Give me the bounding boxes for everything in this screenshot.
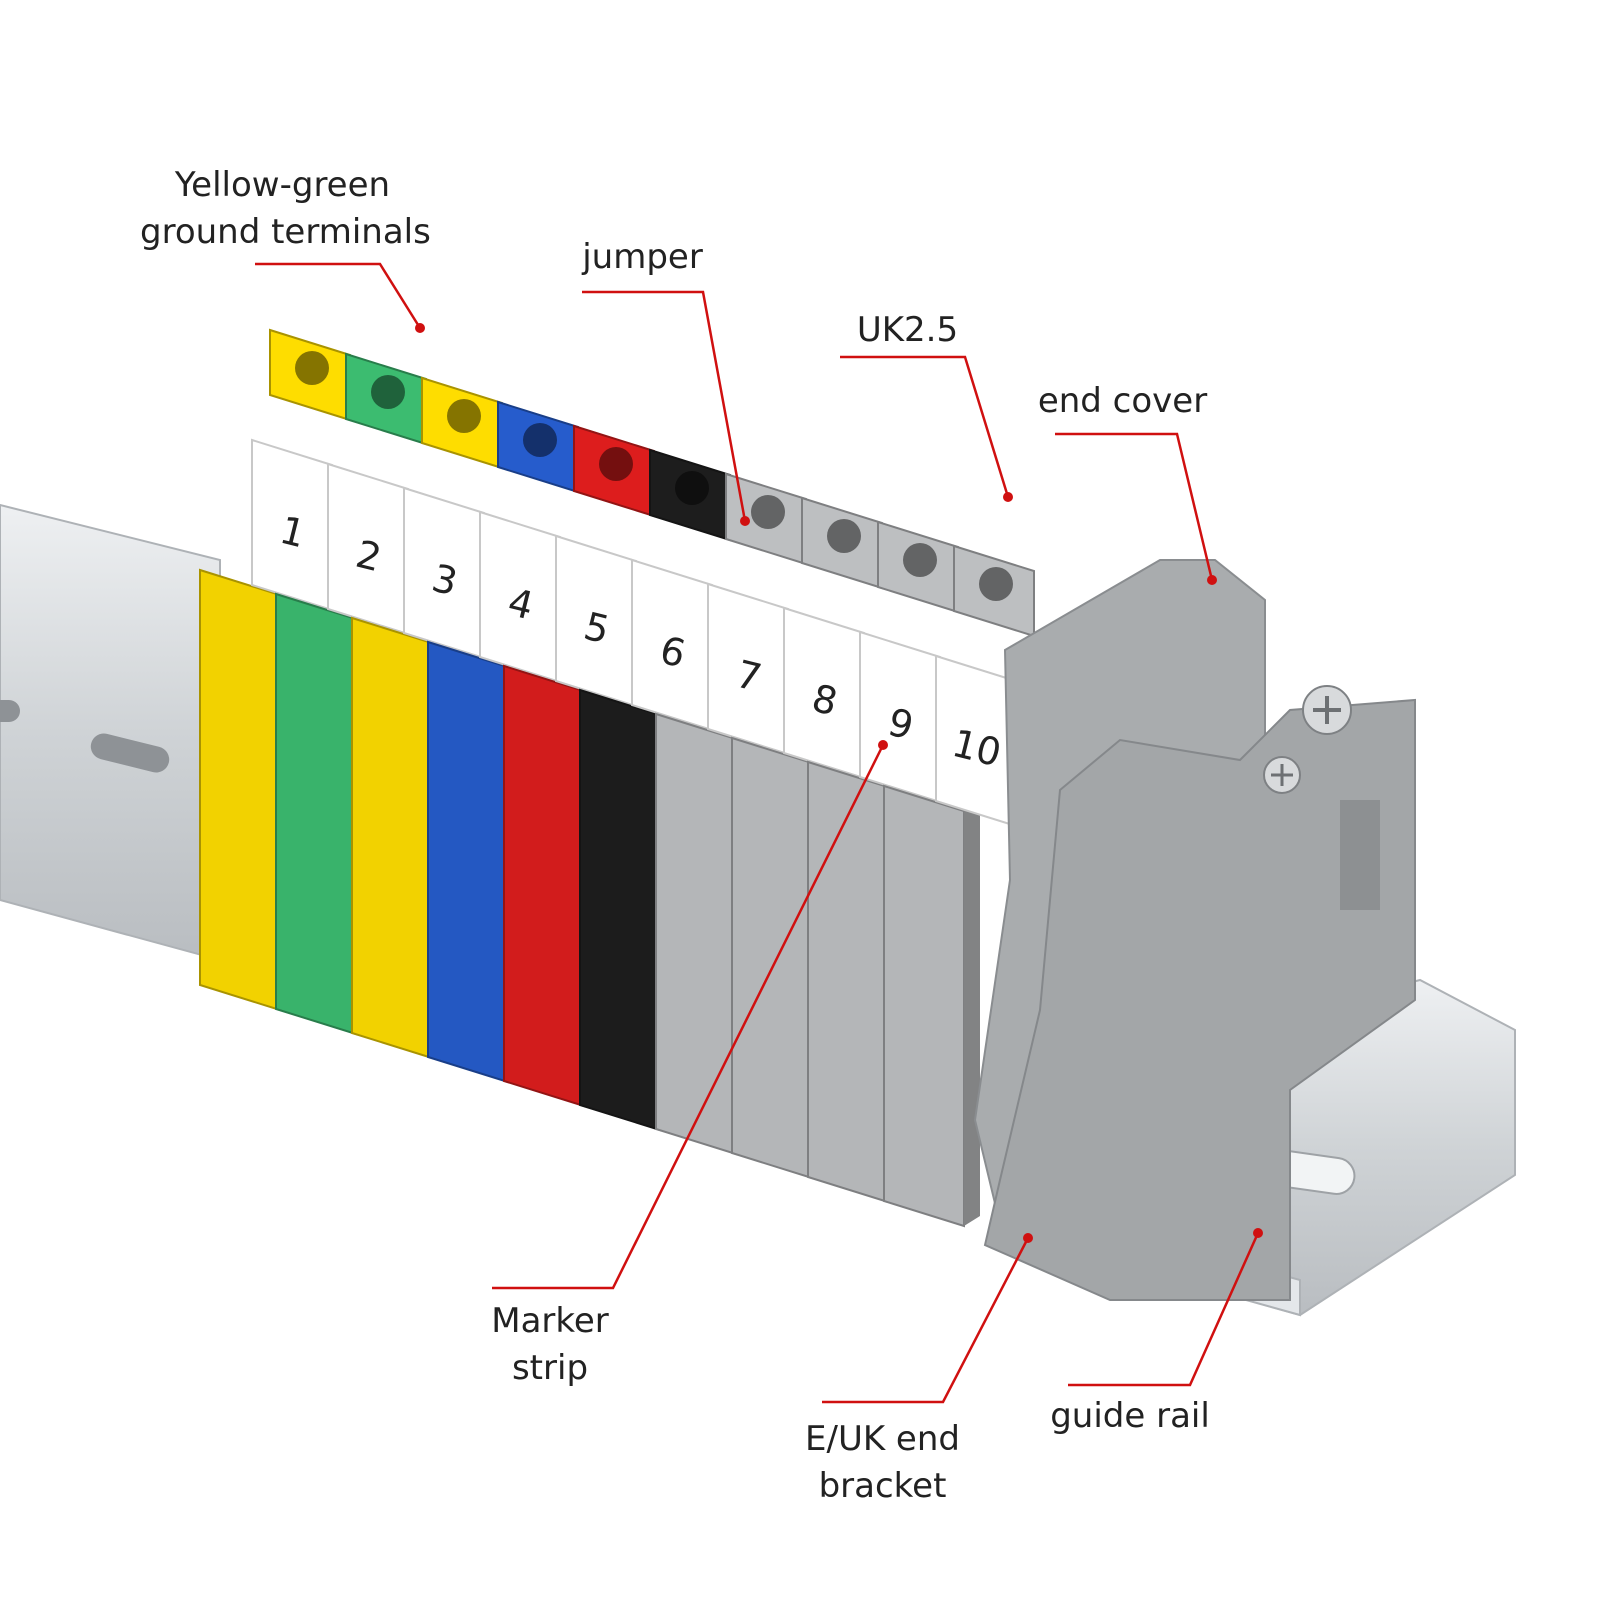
terminal-body-5 <box>503 664 585 1108</box>
terminal-hole-7 <box>751 495 785 529</box>
terminal-side-10 <box>964 804 980 1226</box>
label-guide-rail: guide rail <box>1050 1396 1210 1436</box>
bracket-screw-bottom-slot <box>1271 764 1293 786</box>
terminal-body-8 <box>731 736 813 1180</box>
terminal-body-3 <box>351 616 433 1060</box>
label-end-cover: end cover <box>1037 381 1208 421</box>
terminal-body-2 <box>275 592 357 1036</box>
leader-dot-uk25 <box>1003 492 1013 502</box>
leader-dot-end-cover <box>1207 575 1217 585</box>
label-marker-strip: Marker strip <box>480 1298 620 1392</box>
leader-marker-strip <box>492 744 885 1290</box>
label-end-bracket: E/UK end bracket <box>800 1416 965 1510</box>
leader-dot-marker-strip <box>878 740 888 750</box>
terminal-block-7: 7 <box>655 472 807 1156</box>
label-marker-strip-line2: strip <box>511 1348 589 1388</box>
label-end-bracket-line2: bracket <box>818 1466 947 1506</box>
leader-guide-rail <box>1068 1232 1260 1387</box>
terminal-hole-4 <box>523 423 557 457</box>
end-bracket <box>983 685 1416 1301</box>
leader-dot-ground-terminals <box>415 323 425 333</box>
terminal-hole-10 <box>979 567 1013 601</box>
terminal-body-9 <box>807 760 889 1204</box>
terminal-hole-2 <box>371 375 405 409</box>
label-uk25: UK2.5 <box>856 310 959 350</box>
leader-dot-guide-rail <box>1253 1228 1263 1238</box>
leader-ground-terminals <box>255 262 422 329</box>
rail-slot-left <box>90 733 170 773</box>
terminal-block-4: 4 <box>427 400 579 1084</box>
terminal-hole-5 <box>599 447 633 481</box>
terminal-body-6 <box>579 688 661 1132</box>
leader-lines <box>255 262 1263 1404</box>
leader-dot-jumper <box>740 516 750 526</box>
label-ground-terminals-line2: ground terminals <box>140 212 431 252</box>
terminal-body-10 <box>883 784 965 1228</box>
rail-back-section <box>0 503 221 962</box>
terminal-body-1 <box>199 568 281 1012</box>
end-bracket-body <box>983 698 1416 1301</box>
label-ground-terminals: Yellow-green ground terminals <box>140 162 431 256</box>
label-ground-terminals-line1: Yellow-green <box>174 165 391 205</box>
leader-dot-end-bracket <box>1023 1233 1033 1243</box>
terminal-hole-8 <box>827 519 861 553</box>
leader-end-cover <box>1055 432 1214 581</box>
label-jumper: jumper <box>582 237 703 277</box>
end-bracket-window <box>1340 800 1380 910</box>
terminal-body-4 <box>427 640 509 1084</box>
terminal-hole-6 <box>675 471 709 505</box>
rail-slot-edge <box>0 700 20 722</box>
terminal-hole-1 <box>295 351 329 385</box>
terminal-hole-3 <box>447 399 481 433</box>
label-marker-strip-line1: Marker <box>491 1301 609 1341</box>
terminal-hole-9 <box>903 543 937 577</box>
label-end-bracket-line1: E/UK end <box>805 1419 960 1459</box>
leader-uk25 <box>840 355 1010 498</box>
leader-jumper <box>582 290 747 522</box>
terminal-body-7 <box>655 712 737 1156</box>
leader-end-bracket <box>822 1237 1030 1404</box>
bracket-screw-top-slot <box>1313 696 1341 724</box>
terminal-block-3: 3 <box>351 376 503 1060</box>
